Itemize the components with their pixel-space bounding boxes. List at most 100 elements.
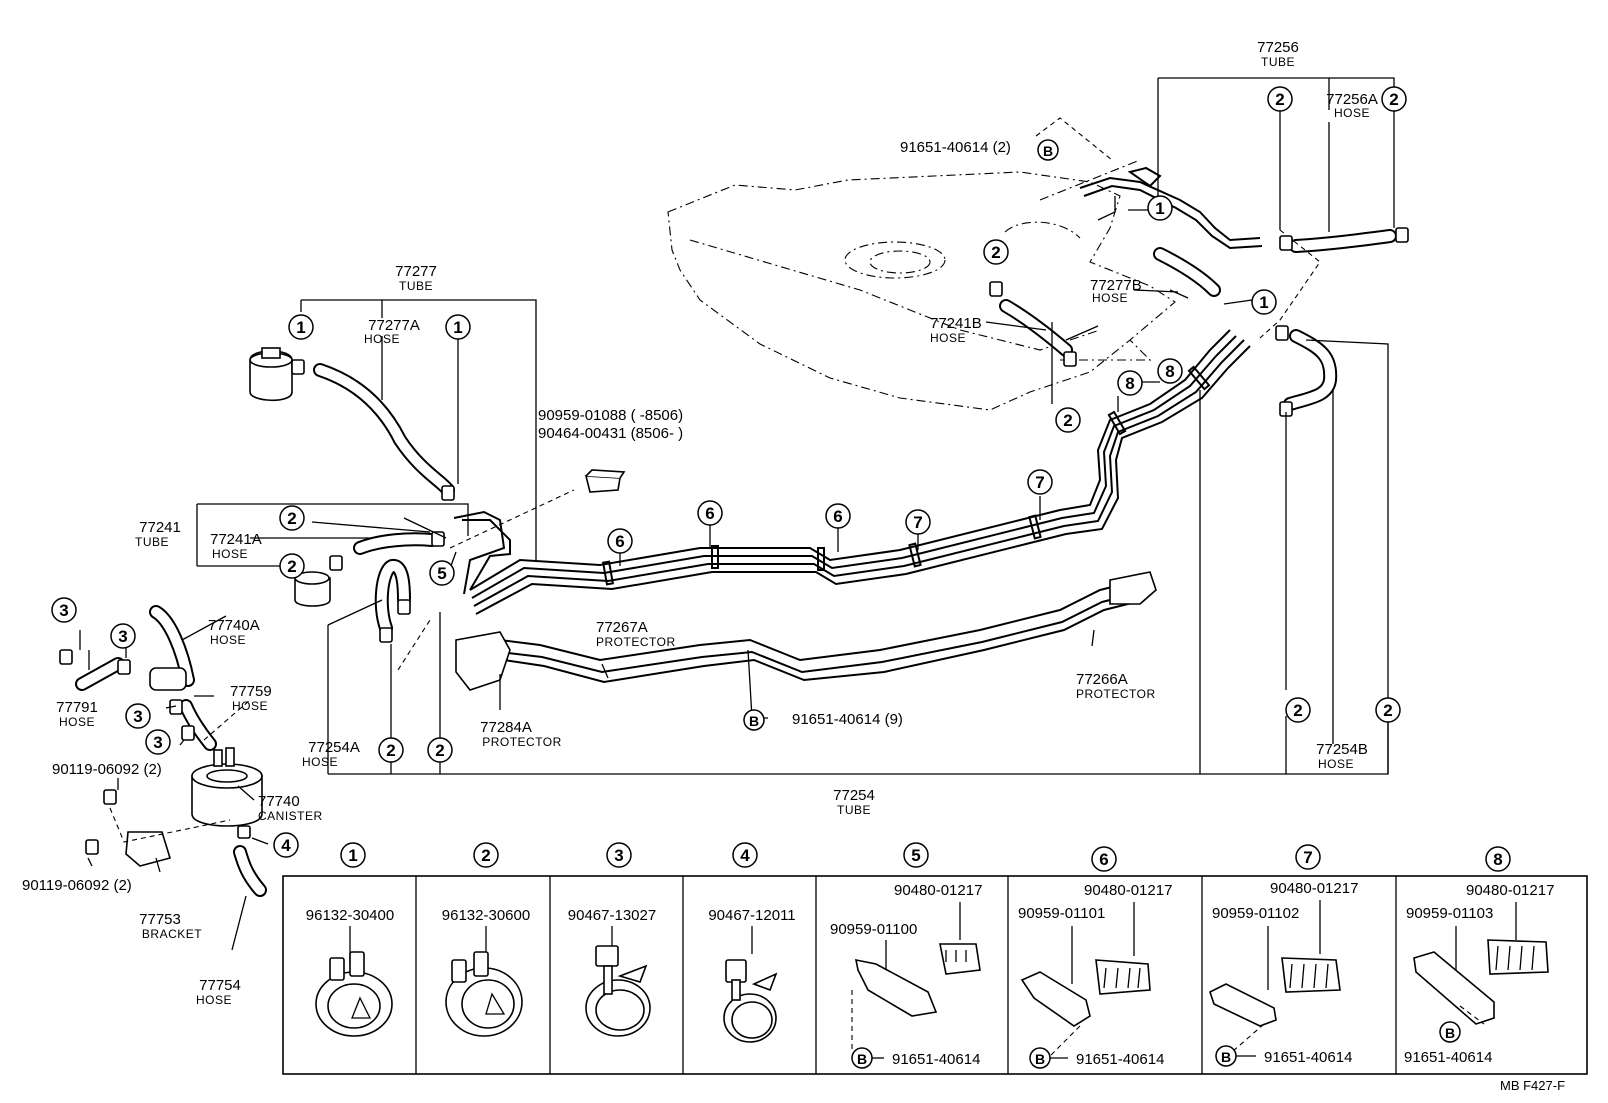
svg-text:3: 3 — [133, 707, 142, 726]
cell-7-part-a: 90480-01217 — [1270, 880, 1358, 897]
hose-clamp-4-icon — [723, 959, 778, 1043]
callout-2-e: 2 — [279, 505, 305, 531]
cell-6-b-marker: B — [1029, 1047, 1051, 1069]
vapor-canister-small — [249, 347, 455, 501]
cell-5-b-marker: B — [851, 1047, 873, 1069]
cell-7-b-marker: B — [1215, 1045, 1237, 1067]
table-header-8: 8 — [1485, 846, 1511, 872]
svg-text:5: 5 — [437, 564, 446, 583]
cell-8-part-b: 90959-01103 — [1406, 905, 1493, 922]
table-header-2: 2 — [473, 842, 499, 868]
label-77277b-number: 77277B — [1090, 277, 1142, 294]
hose-77254a — [374, 559, 411, 643]
table-header-4: 4 — [732, 842, 758, 868]
bracket-5-icon — [854, 943, 981, 1017]
cell-6-part-b: 90959-01101 — [1018, 905, 1105, 922]
cell-7-part-c: 91651-40614 — [1264, 1049, 1352, 1066]
callout-3-a: 3 — [51, 597, 77, 623]
cell-3-part: 90467-13027 — [568, 907, 656, 924]
table-header-6: 6 — [1091, 846, 1117, 872]
bracket-90959 — [584, 469, 626, 493]
label-77254b-type: HOSE — [1318, 757, 1354, 771]
label-77277-type: TUBE — [399, 279, 433, 293]
svg-text:3: 3 — [614, 846, 623, 865]
svg-text:2: 2 — [991, 243, 1000, 262]
callout-3-c: 3 — [125, 703, 151, 729]
bracket-7-icon — [1209, 957, 1341, 1027]
label-77267a-number: 77267A — [596, 619, 648, 636]
label-77740-type: CANISTER — [258, 809, 323, 823]
label-77256a-number: 77256A — [1326, 91, 1378, 108]
svg-text:1: 1 — [1155, 199, 1164, 218]
svg-text:B: B — [857, 1051, 867, 1067]
cell-8-b-marker: B — [1439, 1021, 1461, 1043]
svg-text:2: 2 — [1389, 90, 1398, 109]
label-77254-number: 77254 — [833, 787, 875, 804]
label-77241-type: TUBE — [135, 535, 169, 549]
cell-2-part: 96132-30600 — [442, 907, 530, 924]
label-77740-number: 77740 — [258, 793, 300, 810]
svg-text:1: 1 — [453, 318, 462, 337]
svg-text:7: 7 — [913, 513, 922, 532]
label-77753-number: 77753 — [139, 911, 181, 928]
callout-7-a: 7 — [1027, 469, 1053, 495]
cell-6-part-a: 90480-01217 — [1084, 882, 1172, 899]
label-77241a-type: HOSE — [212, 547, 248, 561]
svg-text:7: 7 — [1035, 473, 1044, 492]
svg-text:2: 2 — [1063, 411, 1072, 430]
cell-4-part: 90467-12011 — [708, 907, 795, 924]
svg-text:B: B — [1043, 143, 1053, 159]
label-90959-01088: 90959-01088 ( -8506) — [538, 407, 683, 424]
svg-text:1: 1 — [1259, 293, 1268, 312]
label-77241b-type: HOSE — [930, 331, 966, 345]
label-77254a-type: HOSE — [302, 755, 338, 769]
part-labels: 77256 TUBE 77256A HOSE 91651-40614 (2) 7… — [22, 39, 1378, 1007]
svg-text:B: B — [1221, 1049, 1231, 1065]
fuel-filter-small — [294, 531, 445, 607]
callout-1-b: 1 — [445, 314, 471, 340]
label-77254b-number: 77254B — [1316, 741, 1368, 758]
label-77256a-type: HOSE — [1334, 106, 1370, 120]
label-77254a-number: 77254A — [308, 739, 360, 756]
label-77754-number: 77754 — [199, 977, 241, 994]
cell-6-part-c: 91651-40614 — [1076, 1051, 1164, 1068]
label-77754-type: HOSE — [196, 993, 232, 1007]
svg-text:1: 1 — [296, 318, 305, 337]
label-77284a-type: PROTECTOR — [482, 735, 562, 749]
callout-6-a: 6 — [697, 500, 723, 526]
callout-7-b: 7 — [905, 509, 931, 535]
svg-text:B: B — [1035, 1051, 1045, 1067]
callout-4: 4 — [273, 832, 299, 858]
callout-2-h: 2 — [1375, 697, 1401, 723]
svg-text:B: B — [749, 713, 759, 729]
cell-5-part-c: 91651-40614 — [892, 1051, 980, 1068]
callout-1-c: 1 — [1147, 195, 1173, 221]
canister-assembly — [59, 605, 267, 897]
svg-text:7: 7 — [1303, 848, 1312, 867]
callout-1-d: 1 — [1251, 289, 1277, 315]
hose-clamp-1-icon — [315, 951, 393, 1037]
label-91651-mid: 91651-40614 (9) — [792, 711, 903, 728]
svg-text:4: 4 — [281, 836, 291, 855]
label-90119-lower: 90119-06092 (2) — [22, 877, 132, 894]
svg-text:8: 8 — [1493, 850, 1502, 869]
svg-text:2: 2 — [1293, 701, 1302, 720]
label-77256-type: TUBE — [1261, 55, 1295, 69]
label-77254-type: TUBE — [837, 803, 871, 817]
table-header-3: 3 — [606, 842, 632, 868]
label-77266a-type: PROTECTOR — [1076, 687, 1156, 701]
label-77256-number: 77256 — [1257, 39, 1299, 56]
page-code: MB F427-F — [1500, 1078, 1565, 1093]
callout-b-top: B — [1037, 139, 1059, 161]
label-77284a-number: 77284A — [480, 719, 532, 736]
callout-3-b: 3 — [110, 623, 136, 649]
label-77241a-number: 77241A — [210, 531, 262, 548]
fuel-tank — [667, 159, 1176, 411]
callout-3-d: 3 — [145, 729, 171, 755]
tube-77256-assembly — [1079, 166, 1409, 339]
tube-clamps — [601, 365, 1211, 586]
callout-b-mid: B — [743, 709, 765, 731]
callout-1-a: 1 — [288, 314, 314, 340]
